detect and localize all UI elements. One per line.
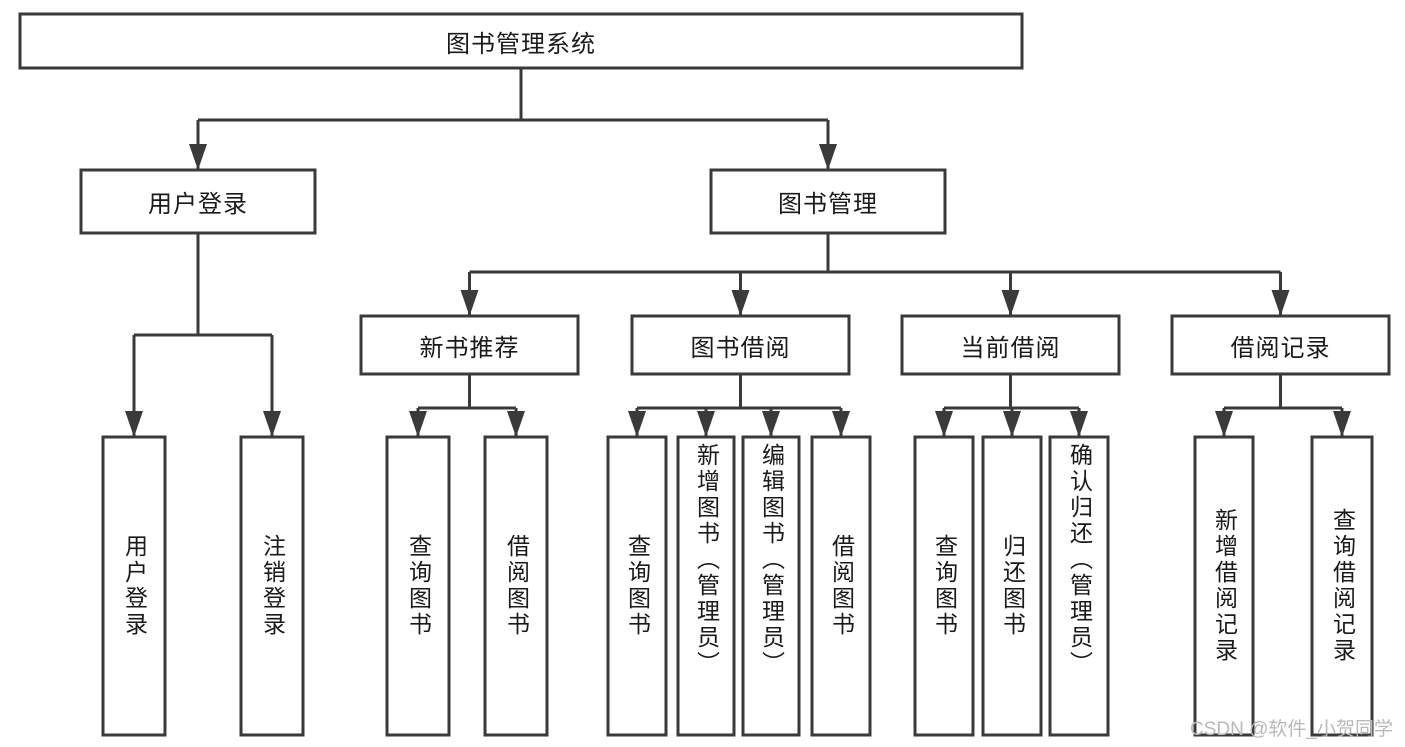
node-box-leaf-query-borrow-record[interactable]	[1310, 435, 1374, 737]
arrow-head-leaf-edit-book-admin	[762, 411, 780, 437]
arrow-head-leaf-confirm-return-admin	[1070, 411, 1088, 437]
arrow-head-leaf-query-book-3	[935, 411, 953, 437]
arrow-head-leaf-add-book-admin	[697, 411, 715, 437]
node-box-current-borrow[interactable]	[900, 314, 1121, 376]
node-box-leaf-borrow-book-2[interactable]	[810, 435, 872, 737]
node-box-user-login[interactable]	[79, 168, 317, 235]
arrow-head-borrow-record	[1271, 290, 1290, 316]
arrow-head-leaf-query-book-2	[628, 411, 646, 437]
arrow-head-new-book-recommend	[460, 290, 479, 316]
arrow-head-book-borrow	[731, 290, 750, 316]
arrow-head-leaf-borrow-book-1	[507, 411, 525, 437]
node-box-book-borrow[interactable]	[630, 314, 851, 376]
node-box-root[interactable]	[18, 12, 1024, 70]
arrow-head-leaf-query-borrow-record	[1333, 411, 1351, 437]
node-box-leaf-borrow-book-1[interactable]	[483, 435, 549, 737]
arrow-head-leaf-return-book	[1003, 411, 1021, 437]
node-box-book-manage[interactable]	[709, 168, 947, 235]
node-box-leaf-confirm-return-admin[interactable]	[1048, 435, 1110, 737]
arrow-head-leaf-add-borrow-record	[1215, 411, 1233, 437]
arrow-head-leaf-borrow-book-2	[832, 411, 850, 437]
node-box-new-book-recommend[interactable]	[359, 314, 580, 376]
node-box-borrow-record[interactable]	[1170, 314, 1391, 376]
arrow-head-leaf-query-book-1	[409, 411, 427, 437]
node-box-leaf-return-book[interactable]	[981, 435, 1043, 737]
arrow-head-user-login	[189, 144, 207, 170]
node-box-leaf-query-book-2[interactable]	[606, 435, 668, 737]
arrow-head-current-borrow	[1001, 290, 1020, 316]
node-box-leaf-user-login[interactable]	[101, 435, 167, 737]
node-box-leaf-add-borrow-record[interactable]	[1193, 435, 1255, 737]
node-box-leaf-query-book-1[interactable]	[385, 435, 451, 737]
node-box-leaf-query-book-3[interactable]	[913, 435, 975, 737]
arrow-head-book-manage	[819, 144, 837, 170]
node-box-leaf-user-logout[interactable]	[239, 435, 305, 737]
watermark-text: CSDN @软件_小贺同学	[1190, 719, 1393, 740]
arrow-head-leaf-user-login	[125, 411, 143, 437]
node-box-leaf-edit-book-admin[interactable]	[741, 435, 801, 737]
connector-lines	[125, 68, 1351, 437]
node-boxes	[18, 12, 1391, 737]
node-box-leaf-add-book-admin[interactable]	[676, 435, 736, 737]
arrow-head-leaf-user-logout	[263, 411, 281, 437]
